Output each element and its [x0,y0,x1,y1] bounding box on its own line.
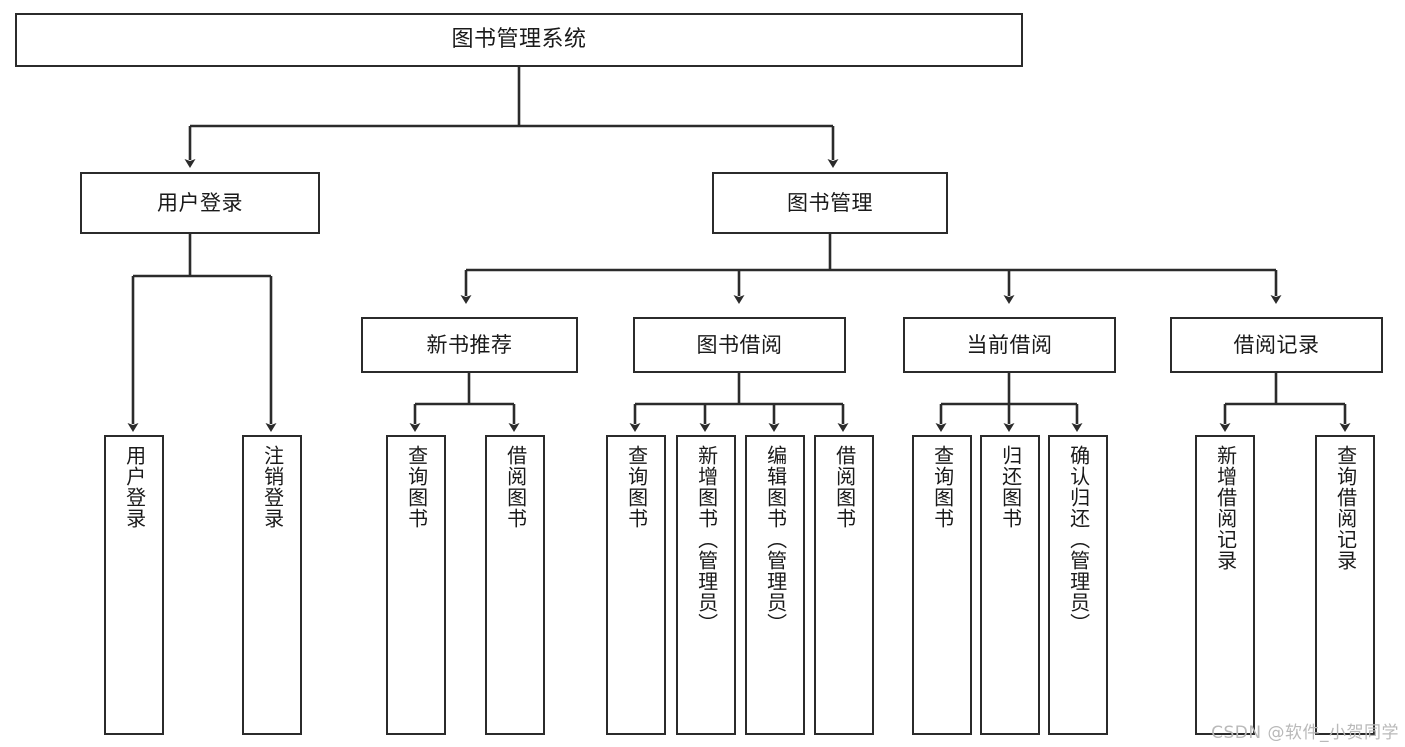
leaf-borrow-book[interactable]: 借阅图书 [814,435,874,735]
node-label: 借阅图书 [503,445,528,529]
leaf-query-book-borrow[interactable]: 查询图书 [606,435,666,735]
node-label: 借阅图书 [832,445,857,529]
node-label: 用户登录 [157,190,243,215]
leaf-query-book-current[interactable]: 查询图书 [912,435,972,735]
node-label: 归还图书 [998,445,1023,529]
watermark: CSDN @软件_小贺同学 [1211,723,1399,743]
node-label: 查询图书 [624,445,649,529]
leaf-query-book-recommend[interactable]: 查询图书 [386,435,446,735]
leaf-borrow-book-recommend[interactable]: 借阅图书 [485,435,545,735]
node-label: 借阅记录 [1233,332,1320,357]
node-borrow-record[interactable]: 借阅记录 [1170,317,1383,373]
node-new-book-recommend[interactable]: 新书推荐 [361,317,578,373]
node-user-login[interactable]: 用户登录 [80,172,320,234]
leaf-query-borrow-record[interactable]: 查询借阅记录 [1315,435,1375,735]
node-label: 编辑图书（管理员） [763,445,788,634]
node-label: 图书借阅 [696,332,783,357]
leaf-user-logout[interactable]: 注销登录 [242,435,302,735]
node-label: 用户登录 [122,445,147,529]
node-label: 注销登录 [260,445,285,529]
leaf-edit-book[interactable]: 编辑图书（管理员） [745,435,805,735]
leaf-user-login[interactable]: 用户登录 [104,435,164,735]
node-label: 当前借阅 [966,332,1053,357]
node-label: 查询借阅记录 [1333,445,1358,571]
leaf-add-book[interactable]: 新增图书（管理员） [676,435,736,735]
leaf-confirm-return[interactable]: 确认归还（管理员） [1048,435,1108,735]
node-label: 新书推荐 [426,332,513,357]
node-label: 新增图书（管理员） [694,445,719,634]
leaf-return-book[interactable]: 归还图书 [980,435,1040,735]
node-book-manage[interactable]: 图书管理 [712,172,948,234]
node-book-borrow[interactable]: 图书借阅 [633,317,846,373]
node-label: 查询图书 [930,445,955,529]
node-label: 图书管理系统 [451,27,587,53]
leaf-add-borrow-record[interactable]: 新增借阅记录 [1195,435,1255,735]
node-label: 新增借阅记录 [1213,445,1238,571]
node-label: 图书管理 [787,190,873,215]
node-current-borrow[interactable]: 当前借阅 [903,317,1116,373]
node-label: 查询图书 [404,445,429,529]
node-label: 确认归还（管理员） [1066,445,1091,634]
node-root-book-management-system[interactable]: 图书管理系统 [15,13,1023,67]
